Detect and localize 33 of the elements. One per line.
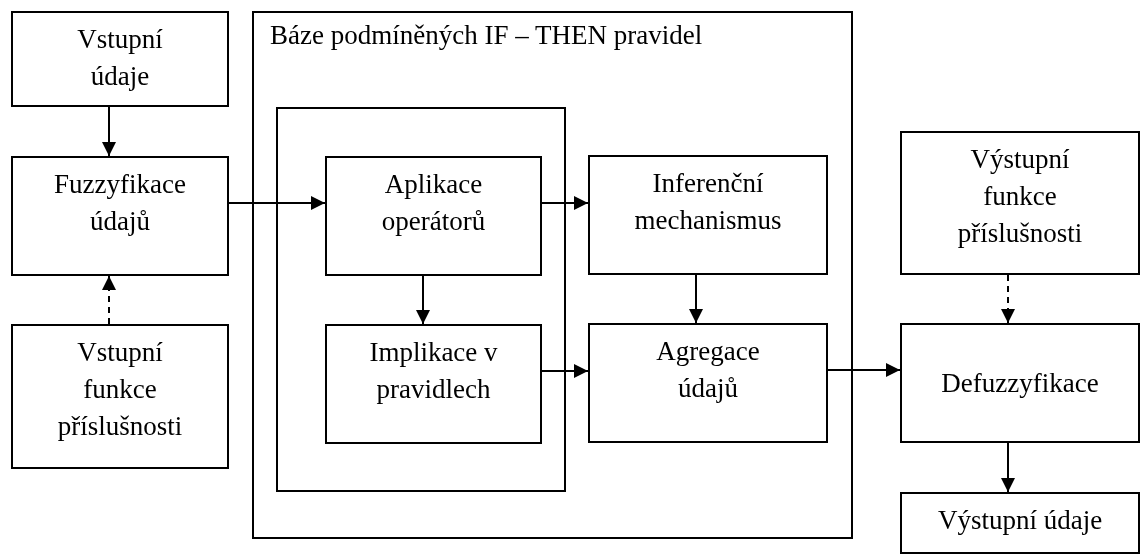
box-label: Agregace údajů xyxy=(655,335,761,405)
arrow xyxy=(827,363,901,377)
process-box xyxy=(588,323,828,443)
arrow xyxy=(541,364,589,378)
arrow xyxy=(416,275,430,325)
arrow xyxy=(689,274,703,324)
process-box xyxy=(900,492,1140,554)
process-box xyxy=(588,155,828,275)
arrow xyxy=(1001,274,1015,324)
box-label: Výstupní funkce příslušnosti xyxy=(956,143,1084,250)
box-label: Implikace v pravidlech xyxy=(368,336,499,406)
container-title: Báze podmíněných IF – THEN pravidel xyxy=(270,19,703,52)
group-box xyxy=(276,107,566,492)
box-label: Vstupní údaje xyxy=(76,23,164,93)
arrow xyxy=(102,275,116,325)
process-box xyxy=(900,131,1140,275)
arrow xyxy=(102,106,116,157)
process-box xyxy=(11,324,229,469)
arrow xyxy=(228,196,326,210)
container-box xyxy=(252,11,853,539)
box-label: Aplikace operátorů xyxy=(380,168,487,238)
arrow xyxy=(1001,442,1015,493)
box-label: Defuzzyfikace xyxy=(941,367,1099,400)
box-label: Vstupní funkce příslušnosti xyxy=(56,336,184,443)
box-label: Fuzzyfikace údajů xyxy=(53,168,187,238)
process-box xyxy=(11,11,229,107)
box-label: Výstupní údaje xyxy=(937,504,1103,537)
process-box xyxy=(11,156,229,276)
process-box xyxy=(900,323,1140,443)
process-box xyxy=(325,156,542,276)
arrow xyxy=(541,196,589,210)
process-box xyxy=(325,324,542,444)
box-label: Inferenční mechanismus xyxy=(633,167,783,237)
